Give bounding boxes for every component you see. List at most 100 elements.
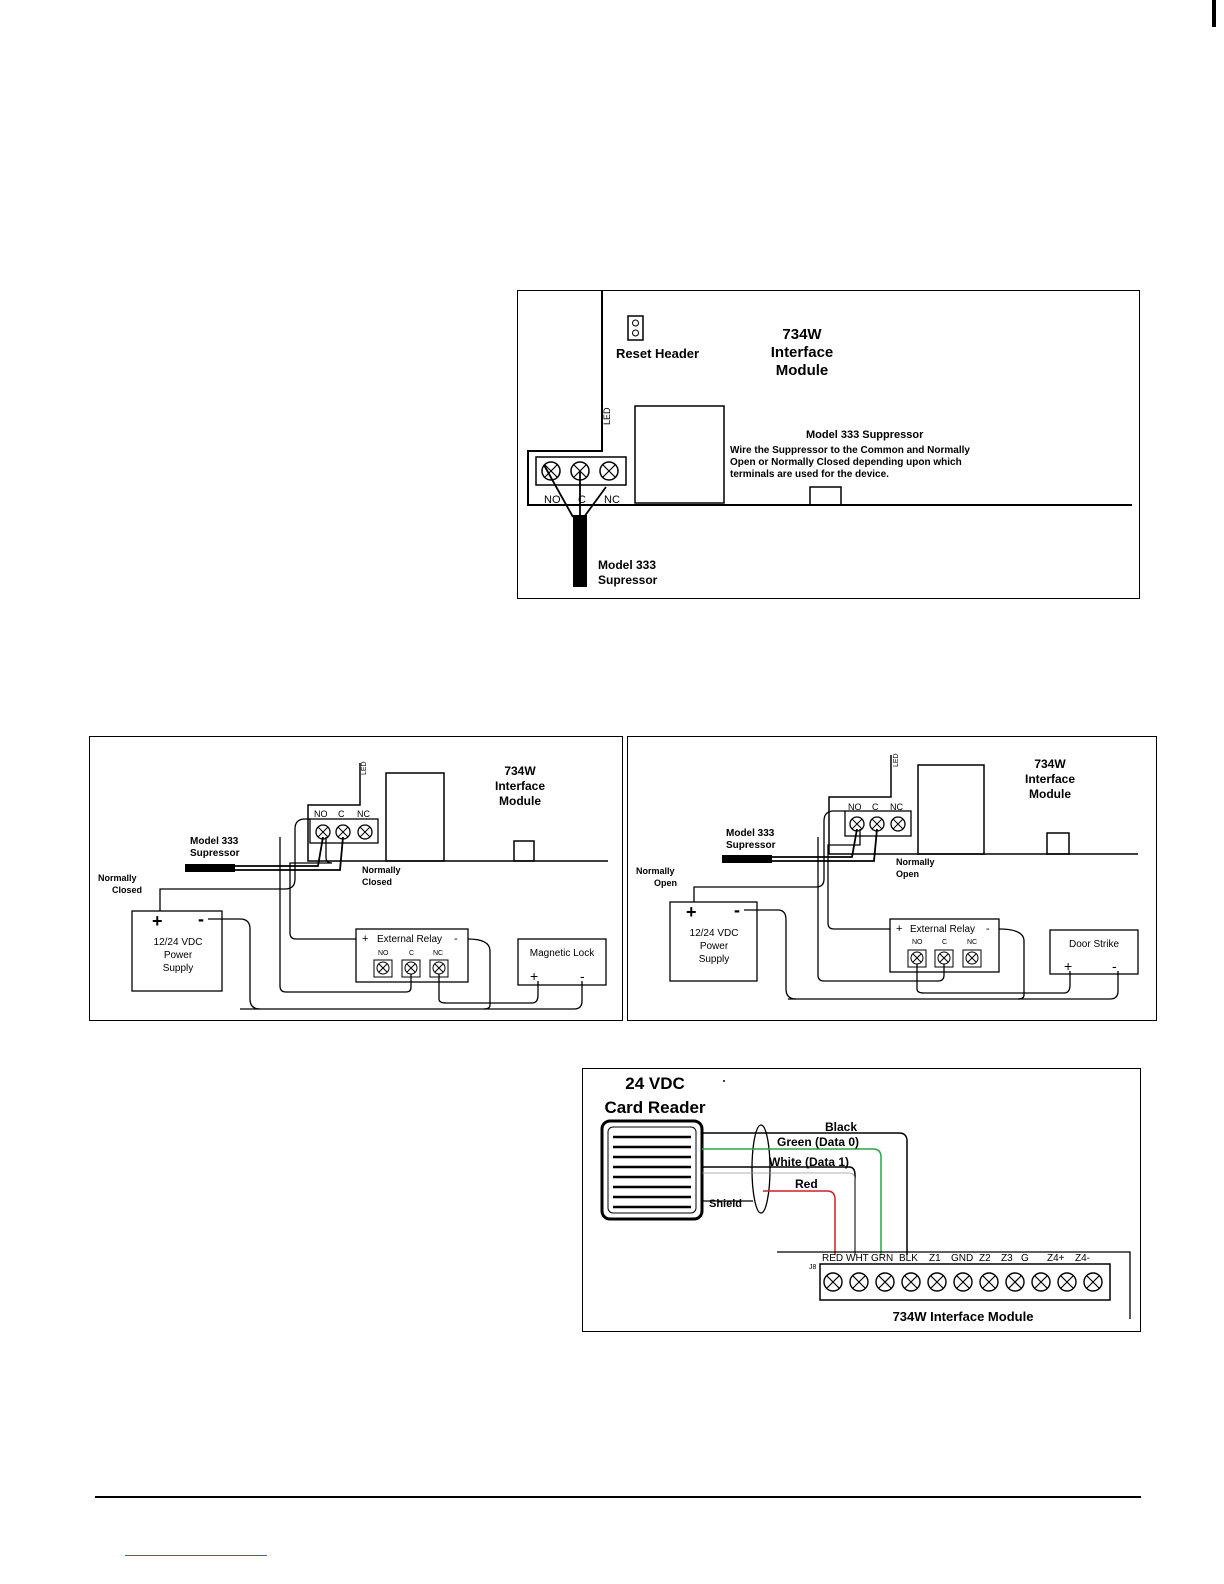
terminal-label-nc: NC <box>890 802 903 812</box>
wire-white <box>702 1166 856 1255</box>
strike-plus: + <box>1064 958 1072 974</box>
terminal-screw-icon <box>979 1272 999 1292</box>
suppressor-label-line1: Model 333 <box>726 828 775 839</box>
reader-title-line2: Card Reader <box>604 1098 705 1117</box>
terminal-screw-icon <box>599 461 619 481</box>
module-title-line3: Module <box>1029 787 1071 801</box>
jumper-label: J8 <box>809 1264 817 1271</box>
module-title-line3: Module <box>776 362 829 379</box>
terminal-label-z4plus: Z4+ <box>1047 1253 1065 1264</box>
module-title-line3: Module <box>499 794 541 808</box>
terminal-block <box>844 810 912 837</box>
wire-to-relay-plus <box>289 837 356 940</box>
power-supply-line1: 12/24 VDC <box>154 937 203 948</box>
door-strike-box <box>1049 929 1139 975</box>
power-supply-box <box>669 901 758 982</box>
relay-chip <box>917 764 985 855</box>
magnetic-lock-wiring-diagram: LED 734W Interface Module NO C NC Model … <box>89 736 623 1021</box>
wire-black <box>702 1132 908 1255</box>
terminal-screw-icon <box>927 1272 947 1292</box>
terminal-screw-icon <box>357 824 373 840</box>
note-line3: terminals are used for the device. <box>730 469 889 480</box>
wire-label-white: White (Data 1) <box>769 1155 849 1169</box>
terminal-screw-icon <box>849 816 865 832</box>
wire-relay-minus <box>788 928 1025 1000</box>
relay-minus: - <box>454 933 458 945</box>
no-label-left-line1: Normally <box>636 866 675 876</box>
terminal-screw-icon <box>335 824 351 840</box>
note-title: Model 333 Suppressor <box>806 429 924 441</box>
terminal-label-g: G <box>1021 1253 1029 1264</box>
power-supply-line3: Supply <box>163 963 194 974</box>
power-supply-line3: Supply <box>699 954 730 965</box>
terminal-label-wht: WHT <box>846 1253 869 1264</box>
terminal-block <box>535 456 627 486</box>
power-supply-line2: Power <box>700 941 729 952</box>
wire-label-black: Black <box>825 1120 857 1134</box>
wire-to-relay-plus <box>827 829 890 930</box>
terminal-screw-icon <box>1083 1272 1103 1292</box>
wire-supply-minus <box>744 909 797 1000</box>
magnetic-lock-label: Magnetic Lock <box>530 948 595 959</box>
door-strike-wiring-diagram: LED 734W Interface Module NO C NC Model … <box>627 736 1157 1021</box>
relay-plus: + <box>362 933 368 945</box>
module-title-line1: 734W <box>782 326 822 343</box>
terminal-label-nc: NC <box>604 494 620 506</box>
small-component <box>1046 832 1070 855</box>
board-outline <box>777 1251 1131 1319</box>
power-plus: + <box>686 902 697 922</box>
relay-screw-icon <box>373 959 393 978</box>
card-reader-wiring-diagram: 24 VDC Card Reader Shield Black Green (D… <box>582 1068 1141 1332</box>
top-edge-rule <box>1212 0 1216 27</box>
suppressor-label-line2: Supressor <box>726 840 776 851</box>
note-line1: Wire the Suppressor to the Common and No… <box>730 445 970 456</box>
relay-chip <box>634 405 725 504</box>
no-label-right-line1: Normally <box>896 857 935 867</box>
terminal-block <box>309 818 379 844</box>
small-component <box>809 486 842 506</box>
reader-slot-lines <box>613 1135 691 1209</box>
module-name-label: 734W Interface Module <box>893 1309 1034 1324</box>
reader-title-line1: 24 VDC <box>625 1074 685 1093</box>
lock-minus: - <box>580 968 585 984</box>
led-label: LED <box>361 761 368 775</box>
no-label-right-line2: Open <box>896 869 919 879</box>
terminal-label-c: C <box>578 494 586 506</box>
relay-label-nc: NC <box>433 950 443 957</box>
terminal-label-z1: Z1 <box>929 1253 941 1264</box>
terminal-label-c: C <box>338 809 345 819</box>
terminal-screw-icon <box>901 1272 921 1292</box>
wire-supply-minus <box>208 918 261 1010</box>
note-line2: Open or Normally Closed depending upon w… <box>730 457 962 468</box>
terminal-screw-icon <box>823 1272 843 1292</box>
shield-label: Shield <box>709 1198 742 1210</box>
reset-header-icon <box>627 315 644 341</box>
terminal-label-no: NO <box>544 494 561 506</box>
wire-label-green: Green (Data 0) <box>777 1135 859 1149</box>
terminal-screw-icon <box>953 1272 973 1292</box>
footer-link-underline[interactable] <box>125 1555 267 1556</box>
nc-label-right-line1: Normally <box>362 865 401 875</box>
suppressor-body <box>573 515 587 587</box>
magnetic-lock-box <box>517 938 607 986</box>
wire-relay-nc-lock <box>438 974 539 1004</box>
suppressor-leads <box>543 464 607 518</box>
terminal-label-z2: Z2 <box>979 1253 991 1264</box>
relay-title: External Relay <box>910 924 975 935</box>
module-title-line2: Interface <box>495 779 545 793</box>
cable-shield-ellipse <box>751 1124 771 1214</box>
wire-relay-minus <box>240 938 491 1010</box>
relay-label-nc: NC <box>967 939 977 946</box>
led-label: LED <box>893 753 900 767</box>
relay-screw-icon <box>962 949 982 968</box>
strike-minus: - <box>1112 958 1117 974</box>
power-supply-box <box>131 910 223 992</box>
terminal-screw-icon <box>849 1272 869 1292</box>
terminal-label-no: NO <box>848 802 862 812</box>
module-title-line1: 734W <box>504 764 536 778</box>
terminal-label-red: RED <box>822 1253 843 1264</box>
lock-plus: + <box>530 968 538 984</box>
terminal-screw-icon <box>875 1272 895 1292</box>
suppressor-label-line2: Supressor <box>598 573 658 587</box>
led-label: LED <box>602 407 612 425</box>
